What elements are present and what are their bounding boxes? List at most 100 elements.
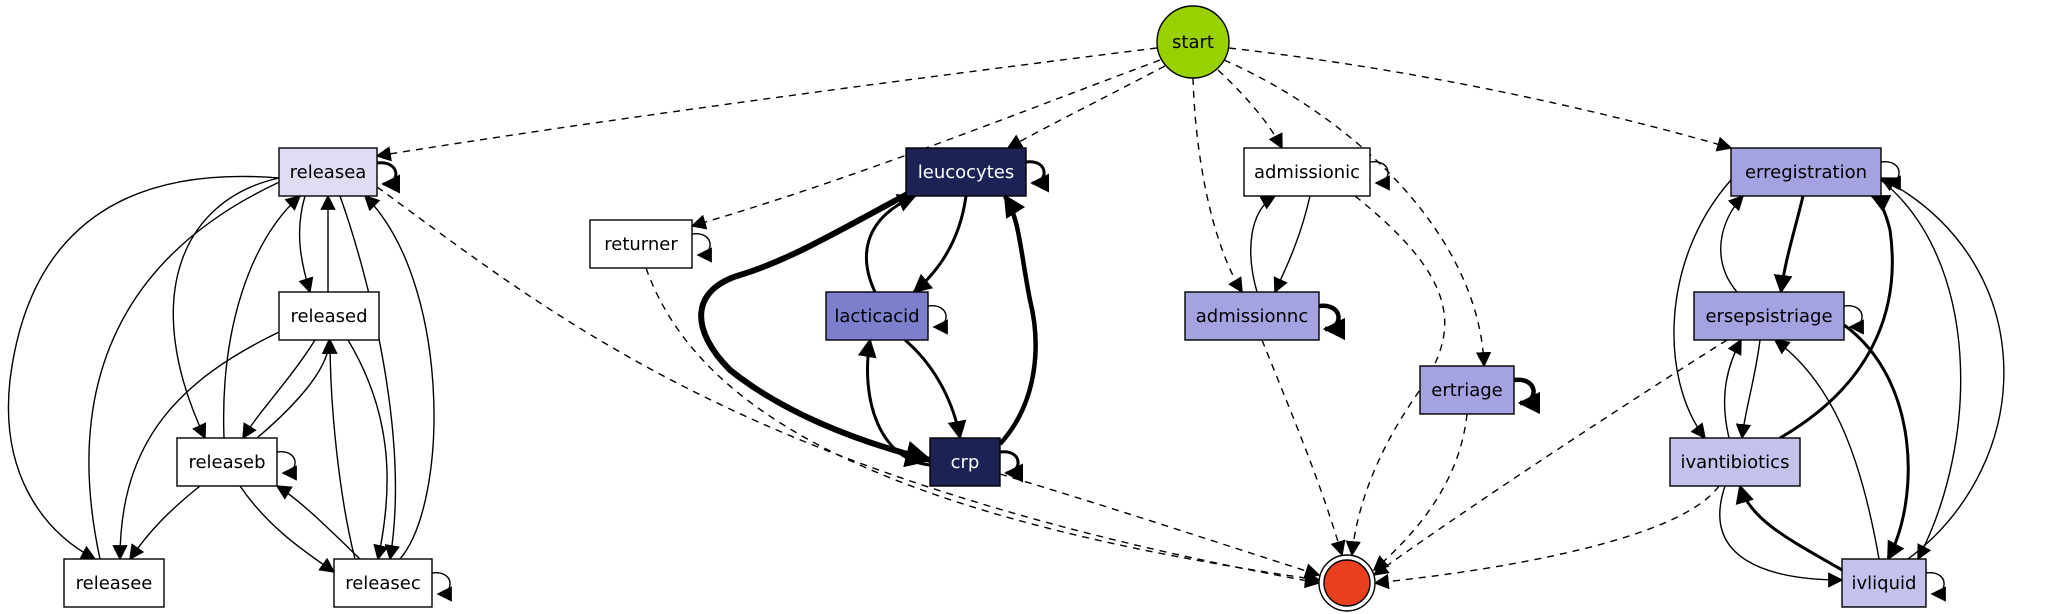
node-admissionnc[interactable]: admissionnc: [1184, 291, 1320, 341]
node-label-erregistration: erregistration: [1745, 162, 1867, 183]
node-leucocytes[interactable]: leucocytes: [905, 147, 1027, 197]
node-ivliquid[interactable]: ivliquid: [1841, 558, 1927, 608]
node-ivantibiotics[interactable]: ivantibiotics: [1669, 437, 1801, 487]
node-releasea[interactable]: releasea: [278, 147, 378, 197]
edge-start-to-leucocytes: [1006, 65, 1166, 149]
edge-ivliquid-to-ivantibiotics: [1735, 484, 1843, 572]
edge-leucocytes-to-leucocytes: [1025, 160, 1050, 193]
node-label-admissionnc: admissionnc: [1196, 306, 1308, 327]
node-label-returner: returner: [604, 234, 678, 255]
node-label-released: released: [290, 306, 367, 327]
node-label-releasee: releasee: [76, 573, 153, 594]
node-releasec[interactable]: releasec: [333, 558, 433, 608]
node-box-erregistration: [1730, 147, 1882, 197]
edge-admissionnc-to-end: [1261, 339, 1346, 557]
edge-start-to-erregistration: [1228, 47, 1733, 152]
end-node-circle: [1323, 559, 1371, 607]
node-label-start: start: [1172, 32, 1214, 53]
edge-releasec-to-releasec: [431, 572, 452, 602]
start-node-circle: [1156, 5, 1230, 79]
edge-lacticacid-to-crp: [904, 338, 967, 440]
node-label-ersepsistriage: ersepsistriage: [1705, 306, 1832, 327]
edge-releaseb-to-releasec: [239, 485, 336, 573]
edge-released-to-releasee: [112, 331, 280, 561]
edge-admissionnc-to-admissionnc: [1318, 303, 1346, 341]
node-releasee[interactable]: releasee: [63, 558, 165, 608]
edge-lacticacid-to-leucocytes: [864, 194, 917, 293]
node-box-releaseb: [176, 437, 278, 487]
edge-released-to-releasec: [347, 339, 389, 561]
node-crp[interactable]: crp: [929, 437, 1001, 487]
node-box-releasee: [63, 558, 165, 608]
edge-crp-to-leucocytes: [998, 194, 1038, 446]
node-box-returner: [589, 219, 693, 269]
node-ersepsistriage[interactable]: ersepsistriage: [1693, 291, 1845, 341]
edge-ersepsistriage-to-ivliquid: [1843, 323, 1910, 561]
edge-releasea-to-releasea: [376, 161, 401, 194]
edge-ersepsistriage-to-end: [1372, 339, 1728, 576]
node-lacticacid[interactable]: lacticacid: [825, 291, 929, 341]
edge-ertriage-to-end: [1372, 413, 1468, 572]
edge-ivantibiotics-to-erregistration: [1779, 194, 1894, 440]
edge-ivantibiotics-to-end: [1373, 485, 1720, 590]
node-box-crp: [929, 437, 1001, 487]
node-box-releasec: [333, 558, 433, 608]
edge-releaseb-to-released: [256, 338, 338, 439]
edge-crp-to-crp: [999, 450, 1024, 483]
edge-ivliquid-to-ersepsistriage: [1773, 339, 1880, 560]
node-end[interactable]: [1318, 554, 1376, 612]
node-returner[interactable]: returner: [589, 219, 693, 269]
edge-returner-to-returner: [691, 233, 712, 263]
edge-releasea-to-releaseb: [172, 177, 280, 440]
node-box-admissionnc: [1184, 291, 1320, 341]
edge-ertriage-to-ertriage: [1513, 377, 1541, 415]
edge-returner-to-end: [645, 267, 1321, 586]
edges-layer: [7, 47, 2005, 602]
edge-leucocytes-to-crp: [698, 187, 933, 468]
edge-erregistration-to-ivantibiotics: [1673, 179, 1732, 440]
node-label-ivliquid: ivliquid: [1852, 573, 1917, 594]
node-start[interactable]: start: [1156, 5, 1230, 79]
edge-admissionic-to-admissionnc: [1273, 195, 1311, 294]
edge-erregistration-to-ersepsistriage: [1773, 195, 1805, 294]
edge-releasec-to-released: [322, 338, 356, 560]
nodes-layer: start releasea released releaseb releasee rel…: [63, 5, 1927, 612]
node-box-admissionic: [1243, 147, 1371, 197]
edge-start-to-admissionnc: [1192, 77, 1243, 294]
edge-releasea-to-end: [376, 186, 1321, 589]
node-box-ertriage: [1419, 365, 1515, 415]
node-label-releasec: releasec: [345, 573, 421, 594]
node-box-leucocytes: [905, 147, 1027, 197]
node-box-ersepsistriage: [1693, 291, 1845, 341]
edge-leucocytes-to-lacticacid: [912, 195, 968, 294]
edge-releasee-to-releasea: [88, 171, 302, 560]
edge-erregistration-to-ivliquid: [1880, 179, 1962, 561]
node-box-lacticacid: [825, 291, 929, 341]
node-label-releasea: releasea: [290, 162, 367, 183]
node-admissionic[interactable]: admissionic: [1243, 147, 1371, 197]
node-label-releaseb: releaseb: [188, 452, 265, 473]
edge-lacticacid-to-lacticacid: [927, 305, 948, 335]
edge-releasec-to-releaseb: [275, 485, 361, 560]
edge-releaseb-to-releasee: [129, 485, 201, 561]
node-ertriage[interactable]: ertriage: [1419, 365, 1515, 415]
node-box-ivantibiotics: [1669, 437, 1801, 487]
node-box-ivliquid: [1841, 558, 1927, 608]
node-label-ertriage: ertriage: [1431, 380, 1502, 401]
edge-start-to-releasea: [375, 47, 1158, 162]
edge-released-to-releaseb: [242, 339, 316, 440]
node-label-lacticacid: lacticacid: [834, 306, 919, 327]
node-erregistration[interactable]: erregistration: [1730, 147, 1882, 197]
edge-ersepsistriage-to-ersepsistriage: [1843, 305, 1864, 335]
edge-ersepsistriage-to-erregistration: [1720, 194, 1745, 293]
node-box-releasea: [278, 147, 378, 197]
edge-ivantibiotics-to-ivliquid: [1719, 485, 1844, 588]
edge-start-to-returner: [690, 59, 1161, 230]
edge-ivliquid-to-erregistration: [1879, 177, 2005, 560]
node-released[interactable]: released: [278, 291, 380, 341]
edge-start-to-admissionic: [1217, 69, 1283, 150]
node-releaseb[interactable]: releaseb: [176, 437, 278, 487]
node-label-admissionic: admissionic: [1254, 162, 1360, 183]
edge-ivantibiotics-to-ersepsistriage: [1723, 338, 1742, 439]
